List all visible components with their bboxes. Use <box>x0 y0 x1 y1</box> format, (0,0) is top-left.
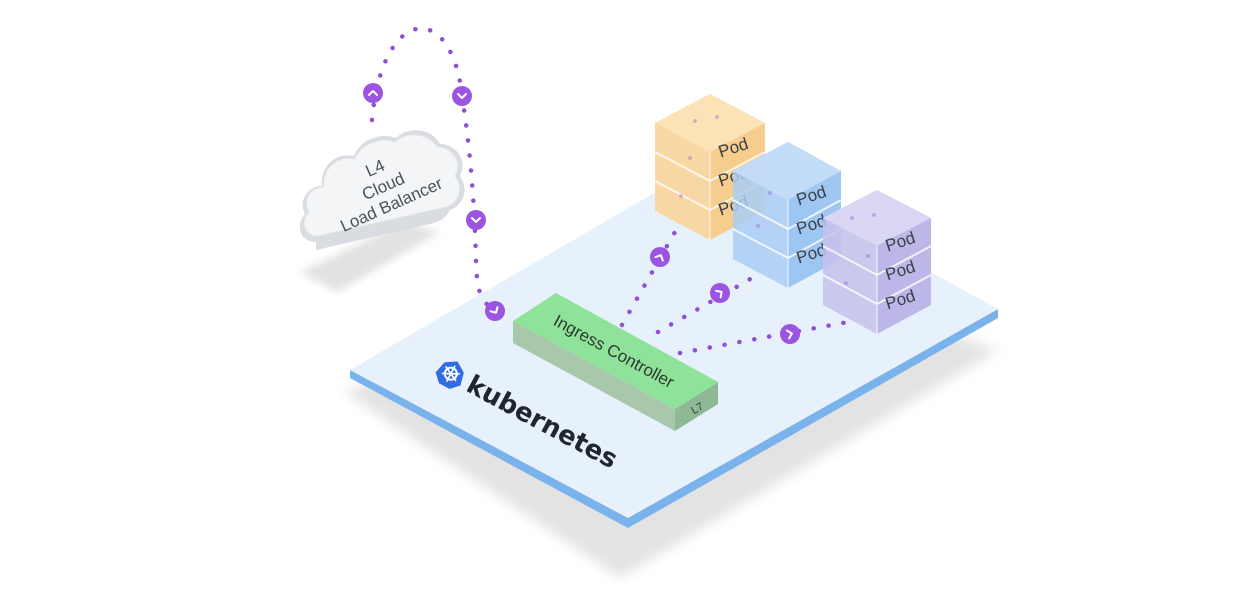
chevron-up-right-icon <box>650 247 670 267</box>
pod-stack-blue: Pod Pod Pod <box>732 142 842 288</box>
chevron-down-icon <box>466 210 486 230</box>
connection-paths <box>369 26 851 356</box>
flow-nodes <box>363 83 800 344</box>
chevron-right-icon <box>780 324 800 344</box>
chevron-up-right-icon <box>710 283 730 303</box>
ingress-to-purple-pods-path <box>677 319 851 356</box>
cube-particles <box>679 115 876 285</box>
cloud-to-ingress-path <box>369 26 503 315</box>
ingress-to-blue-pods-path <box>655 275 755 335</box>
kubernetes-logo-icon <box>435 361 464 389</box>
chevron-up-icon <box>363 83 383 103</box>
chevron-right-icon <box>485 301 505 321</box>
chevron-down-icon <box>452 86 472 106</box>
cloud-load-balancer: L4 Cloud Load Balancer <box>299 130 465 250</box>
pod-stack-purple: Pod Pod Pod <box>822 190 932 334</box>
cloud-shadow <box>300 222 440 292</box>
ingress-controller: Ingress Controller L7 <box>513 293 718 431</box>
ingress-layer-label: L7 <box>689 401 706 418</box>
ingress-to-orange-pods-path <box>619 229 678 328</box>
